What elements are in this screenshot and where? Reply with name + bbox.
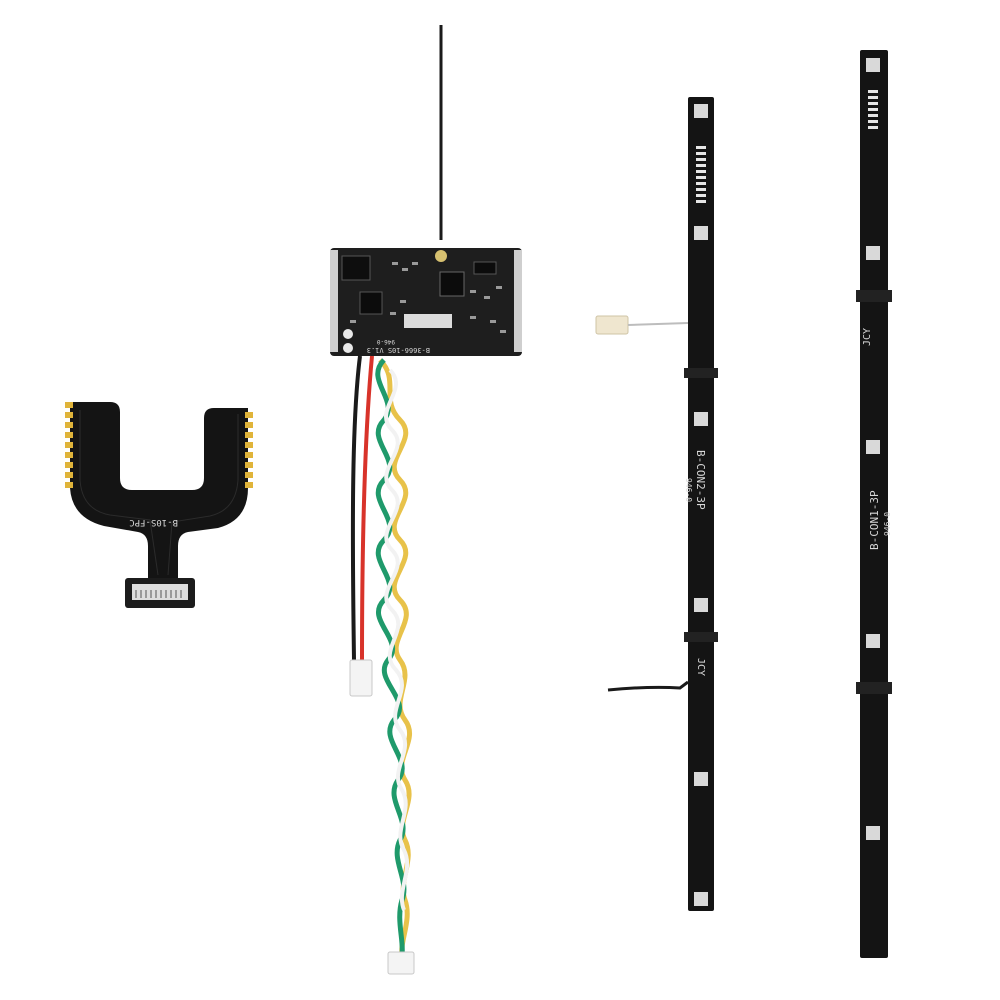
bms-edge-right (514, 250, 522, 352)
cell-strip-right: JCY B-CON1-3P 946-0 (856, 50, 892, 958)
fpc-gold-pads-right (245, 412, 253, 488)
strip-right-pcb (860, 50, 888, 958)
strip-right-label: B-CON1-3P (868, 490, 881, 550)
power-connector (349, 659, 373, 697)
thermistor-wire (627, 322, 689, 326)
wire-red (360, 355, 374, 661)
strip-left-brand: JCY (695, 658, 706, 676)
fpc-traces (79, 410, 239, 576)
sensor-wire (607, 680, 689, 692)
bms-label: B-3666-10S V1.3 (367, 346, 430, 354)
strip-right-code: 946-0 (883, 512, 892, 536)
strip-right-tab-1 (856, 290, 892, 302)
bms-chip-mosfet (341, 255, 371, 281)
strip-left-tab-2 (684, 632, 718, 642)
bms-antenna-pad (435, 250, 447, 262)
strip-left-label: B-CON2-3P (694, 450, 707, 510)
strip-left-pcb (688, 97, 714, 911)
signal-connector (387, 951, 415, 975)
wire-black (350, 355, 362, 661)
fpc-connector-pins (135, 590, 182, 598)
twisted-signal-cable (375, 358, 413, 956)
strip-right-pin-header (868, 90, 878, 129)
strip-right-tab-2 (856, 682, 892, 694)
fpc-flex-board: B-10S-FPC (65, 402, 253, 608)
strip-left-pin-header (696, 146, 706, 203)
thermistor-probe (595, 315, 629, 335)
bms-chip-afe (439, 271, 465, 297)
bms-pcb (330, 248, 522, 356)
bms-chip-small (473, 261, 497, 275)
bms-main-board: B-3666-10S V1.3 946-0 (330, 25, 522, 975)
strip-right-brand: JCY (862, 328, 873, 346)
bms-pad-1 (343, 329, 353, 339)
fpc-label: B-10S-FPC (129, 517, 178, 527)
bms-smd-components (350, 262, 506, 333)
strip-left-code: 946-0 (684, 478, 693, 502)
strip-left-pads (694, 104, 708, 906)
bms-chip-mcu (359, 291, 383, 315)
strip-right-pads (866, 58, 880, 840)
bms-pad-2 (343, 343, 353, 353)
cell-strip-left: B-CON2-3P 946-0 JCY (595, 97, 718, 911)
fpc-gold-pads-left (65, 402, 73, 488)
bms-marking: 946-0 (377, 338, 395, 345)
bms-edge-left (330, 250, 338, 352)
fpc-u-shape (70, 402, 248, 582)
bms-board-connector (404, 314, 452, 328)
strip-left-tab-1 (684, 368, 718, 378)
